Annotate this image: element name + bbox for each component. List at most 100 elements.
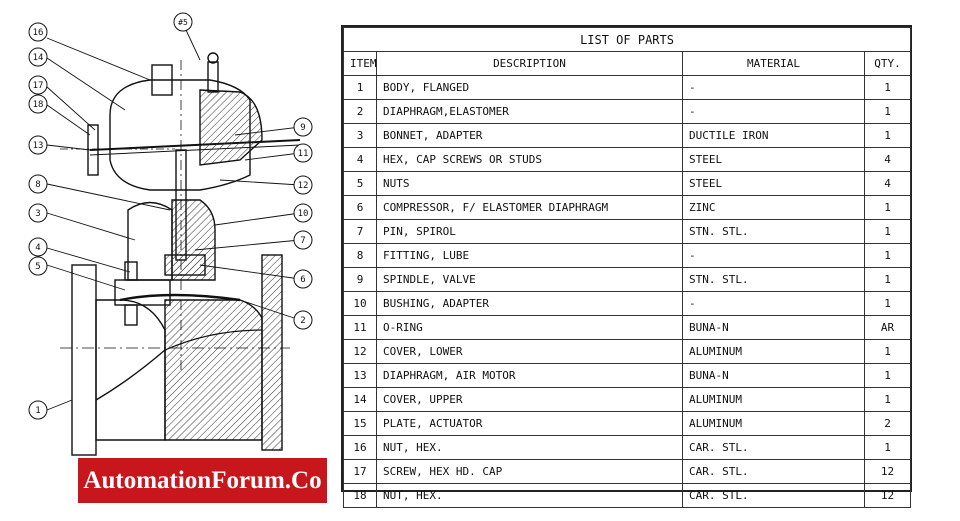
- cell-qty: 12: [863, 483, 912, 508]
- callout-bubble: 9: [293, 117, 313, 137]
- watermark-banner: AutomationForum.Co: [78, 458, 327, 503]
- callout-bubble: 5: [28, 256, 48, 276]
- callout-bubble: 10: [293, 203, 313, 223]
- header-description: DESCRIPTION: [376, 51, 683, 76]
- cell-item: 18: [343, 483, 377, 508]
- callout-bubble: 18: [28, 94, 48, 114]
- callout-bubble: 8: [28, 174, 48, 194]
- cell-qty: 4: [863, 171, 912, 196]
- cell-item: 3: [343, 123, 377, 148]
- svg-text:14: 14: [33, 53, 44, 63]
- cell-description: BUSHING, ADAPTER: [376, 291, 683, 316]
- cell-item: 11: [343, 315, 377, 340]
- callout-bubble: #5: [173, 12, 193, 32]
- table-title-row: LIST OF PARTS: [342, 27, 912, 52]
- cell-material: -: [682, 99, 865, 124]
- cell-material: BUNA-N: [682, 363, 865, 388]
- cell-qty: 12: [863, 459, 912, 484]
- cell-item: 8: [343, 243, 377, 268]
- cell-description: BONNET, ADAPTER: [376, 123, 683, 148]
- cell-item: 10: [343, 291, 377, 316]
- cell-material: -: [682, 75, 865, 100]
- callout-bubble: 3: [28, 203, 48, 223]
- cell-qty: AR: [863, 315, 912, 340]
- callout-leaders: [46, 29, 301, 411]
- cell-description: DIAPHRAGM, AIR MOTOR: [376, 363, 683, 388]
- header-qty: QTY.: [863, 51, 912, 76]
- header-item: ITEM: [343, 51, 377, 76]
- svg-text:12: 12: [298, 181, 309, 191]
- callout-bubble: 14: [28, 47, 48, 67]
- cell-description: COVER, UPPER: [376, 387, 683, 412]
- table-title: LIST OF PARTS: [342, 27, 912, 52]
- svg-text:8: 8: [35, 180, 40, 190]
- cell-item: 17: [343, 459, 377, 484]
- cell-description: SPINDLE, VALVE: [376, 267, 683, 292]
- svg-text:3: 3: [35, 209, 40, 219]
- callout-bubble: 4: [28, 237, 48, 257]
- cell-material: ALUMINUM: [682, 387, 865, 412]
- svg-text:5: 5: [35, 262, 40, 272]
- cell-material: STN. STL.: [682, 267, 865, 292]
- cell-item: 6: [343, 195, 377, 220]
- callout-bubble: 2: [293, 310, 313, 330]
- valve-cross-section-drawing: 16 14 17 18 13 8 3 4 5 1 #5 9 11 12 10 7…: [28, 12, 313, 456]
- cell-qty: 4: [863, 147, 912, 172]
- svg-text:2: 2: [300, 316, 305, 326]
- svg-text:13: 13: [33, 141, 44, 151]
- cell-qty: 1: [863, 123, 912, 148]
- cell-item: 4: [343, 147, 377, 172]
- cell-material: STN. STL.: [682, 219, 865, 244]
- cell-item: 5: [343, 171, 377, 196]
- cell-material: STEEL: [682, 171, 865, 196]
- cell-material: STEEL: [682, 147, 865, 172]
- svg-text:17: 17: [33, 81, 44, 91]
- cell-qty: 1: [863, 195, 912, 220]
- callout-bubble: 13: [28, 135, 48, 155]
- cell-qty: 2: [863, 411, 912, 436]
- cell-item: 1: [343, 75, 377, 100]
- cell-qty: 1: [863, 435, 912, 460]
- svg-text:#5: #5: [178, 18, 188, 27]
- cell-material: -: [682, 243, 865, 268]
- callout-bubble: 7: [293, 230, 313, 250]
- callout-bubble: 11: [293, 143, 313, 163]
- cell-description: DIAPHRAGM,ELASTOMER: [376, 99, 683, 124]
- svg-text:6: 6: [300, 275, 305, 285]
- cell-item: 16: [343, 435, 377, 460]
- cell-item: 7: [343, 219, 377, 244]
- svg-text:7: 7: [300, 236, 305, 246]
- cell-material: ZINC: [682, 195, 865, 220]
- cell-item: 15: [343, 411, 377, 436]
- cell-qty: 1: [863, 75, 912, 100]
- cell-material: -: [682, 291, 865, 316]
- cell-material: CAR. STL.: [682, 459, 865, 484]
- cell-description: PLATE, ACTUATOR: [376, 411, 683, 436]
- svg-text:9: 9: [300, 123, 305, 133]
- cell-material: ALUMINUM: [682, 411, 865, 436]
- cell-description: NUT, HEX.: [376, 435, 683, 460]
- cell-description: NUTS: [376, 171, 683, 196]
- cell-qty: 1: [863, 339, 912, 364]
- cell-description: HEX, CAP SCREWS OR STUDS: [376, 147, 683, 172]
- cell-material: CAR. STL.: [682, 483, 865, 508]
- cell-item: 14: [343, 387, 377, 412]
- callout-bubble: 6: [293, 269, 313, 289]
- cell-description: PIN, SPIROL: [376, 219, 683, 244]
- cell-material: BUNA-N: [682, 315, 865, 340]
- cell-description: BODY, FLANGED: [376, 75, 683, 100]
